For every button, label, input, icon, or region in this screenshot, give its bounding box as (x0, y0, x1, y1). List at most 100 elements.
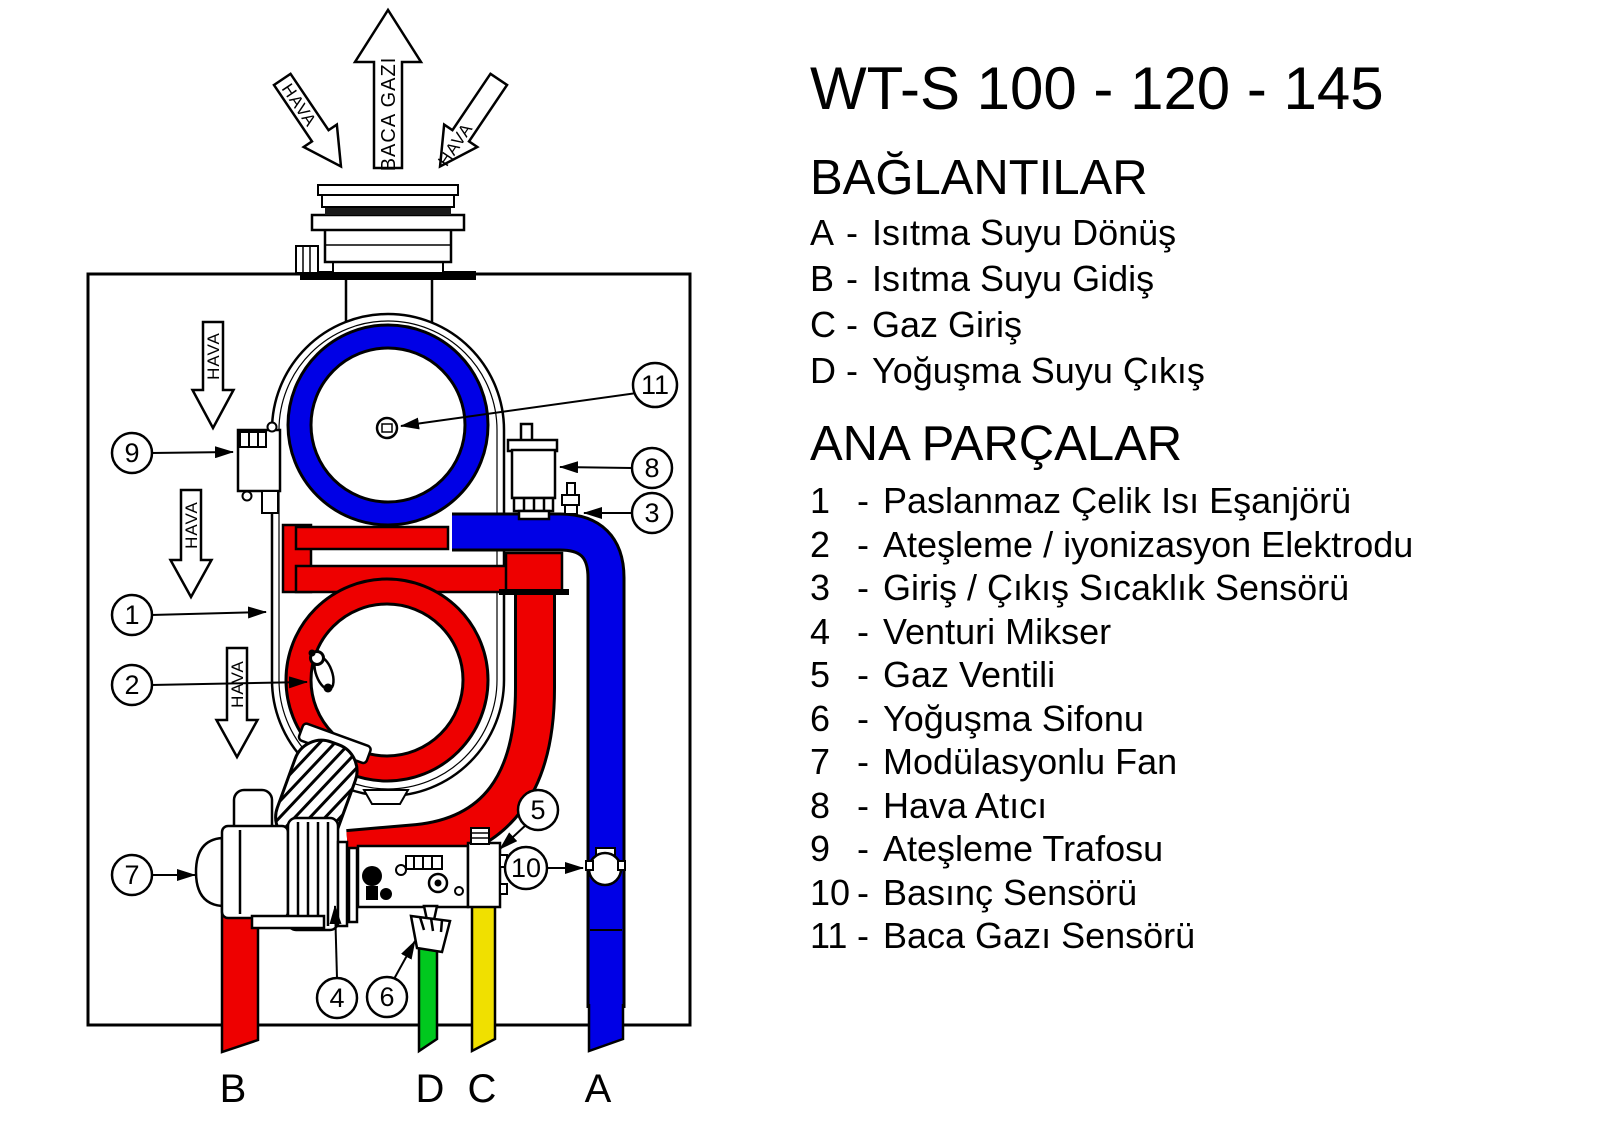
connection-key: D (810, 350, 836, 391)
separator: - (857, 697, 869, 739)
callout-10-num: 10 (511, 853, 541, 883)
connections-heading: BAĞLANTILAR (810, 151, 1148, 205)
air-flow-arrows (168, 320, 260, 760)
flue-collar (295, 184, 476, 280)
part-item: 11-Baca Gazı Sensörü (810, 915, 1413, 959)
part-label: Hava Atıcı (883, 784, 1048, 826)
part-number: 7 (810, 741, 831, 782)
callout-6: 6 (365, 975, 409, 1019)
separator: - (857, 915, 869, 956)
callout-3: 3 (630, 491, 674, 535)
part-item: 6-Yoğuşma Sifonu (810, 698, 1413, 742)
pipe-label-c: C (468, 1067, 497, 1111)
flue-gas-arrow: BACA GAZI (352, 7, 424, 172)
air-arrow-left: HAVA (272, 72, 343, 169)
separator: - (846, 212, 858, 253)
callout-5-num: 5 (530, 795, 545, 825)
part-number: 9 (810, 828, 831, 869)
boiler-diagram: HAVA HAVA HAVA BACA GAZI HAVA HAVA (86, 7, 692, 1111)
part-number: 10 (810, 871, 851, 913)
callout-1: 1 (110, 593, 154, 637)
callout-8-num: 8 (644, 453, 659, 483)
part-label: Basınç Sensörü (883, 871, 1138, 913)
air-arrow-2 (168, 488, 214, 600)
part-item: 4-Venturi Mikser (810, 611, 1413, 655)
part-label: Giriş / Çıkış Sıcaklık Sensörü (883, 567, 1350, 608)
connection-key: B (810, 258, 835, 299)
part-label: Modülasyonlu Fan (883, 741, 1178, 782)
callout-9-num: 9 (124, 438, 139, 468)
condensate-siphon (409, 904, 452, 954)
separator: - (857, 567, 869, 608)
air-label-1: HAVA (204, 332, 223, 380)
callout-11-num: 11 (641, 370, 669, 400)
part-number: 4 (810, 610, 831, 652)
callout-7: 7 (110, 853, 154, 897)
connection-key: A (810, 212, 835, 253)
separator: - (857, 654, 869, 695)
part-item: 2-Ateşleme / iyonizasyon Elektrodu (810, 524, 1413, 568)
callout-11: 11 (631, 361, 679, 409)
air-vent (506, 422, 559, 521)
separator: - (857, 523, 869, 565)
air-arrow-right: HAVA (434, 72, 509, 170)
ignition-electrode (308, 649, 335, 693)
connection-label: Isıtma Suyu Gidiş (872, 258, 1155, 299)
gas-valve (356, 827, 508, 909)
callouts: 1 2 3 4 5 6 7 8 9 10 11 (110, 361, 679, 1020)
separator: - (857, 610, 869, 652)
separator: - (857, 480, 869, 521)
callout-2-num: 2 (124, 670, 139, 700)
part-label: Gaz Ventili (883, 654, 1056, 695)
part-item: 3-Giriş / Çıkış Sıcaklık Sensörü (810, 567, 1413, 611)
callout-8: 8 (630, 446, 674, 490)
connection-label: Yoğuşma Suyu Çıkış (872, 350, 1205, 391)
venturi-mixer (336, 840, 359, 928)
callout-4: 4 (315, 976, 359, 1020)
hot-water-circuit (281, 523, 569, 871)
part-label: Paslanmaz Çelik Isı Eşanjörü (883, 480, 1352, 521)
pipe-label-b: B (220, 1067, 247, 1111)
callout-3-num: 3 (644, 498, 659, 528)
pipe-label-a: A (585, 1067, 612, 1111)
separator: - (857, 871, 869, 913)
separator: - (846, 258, 858, 299)
callout-9: 9 (110, 431, 154, 475)
part-number: 1 (810, 480, 831, 521)
callout-10: 10 (503, 845, 549, 891)
part-number: 5 (810, 654, 831, 695)
separator: - (857, 784, 869, 826)
part-item: 1-Paslanmaz Çelik Isı Eşanjörü (810, 480, 1413, 524)
gas-pipe-c (470, 898, 497, 1054)
connection-label: Isıtma Suyu Dönüş (872, 212, 1177, 253)
callout-7-num: 7 (124, 860, 139, 890)
air-label-2: HAVA (182, 501, 201, 549)
temperature-sensor (561, 482, 580, 515)
callout-1-num: 1 (124, 600, 139, 630)
part-label: Yoğuşma Sifonu (883, 697, 1144, 739)
connection-item: C-Gaz Giriş (810, 304, 1205, 350)
condensate-pipe-d (417, 938, 439, 1054)
callout-6-num: 6 (379, 982, 394, 1012)
part-number: 8 (810, 784, 831, 826)
part-label: Baca Gazı Sensörü (883, 915, 1196, 956)
part-number: 3 (810, 567, 831, 608)
connection-item: D-Yoğuşma Suyu Çıkış (810, 350, 1205, 396)
part-number: 11 (810, 915, 848, 956)
part-number: 6 (810, 697, 831, 739)
separator: - (846, 350, 858, 391)
page-title: WT-S 100 - 120 - 145 (810, 55, 1384, 122)
flue-gas-label: BACA GAZI (378, 57, 400, 172)
part-label: Ateşleme / iyonizasyon Elektrodu (883, 523, 1414, 565)
part-label: Venturi Mikser (883, 610, 1112, 652)
connection-item: B-Isıtma Suyu Gidiş (810, 258, 1205, 304)
air-arrow-1 (190, 320, 236, 431)
modulating-fan (194, 788, 340, 932)
connection-label: Gaz Giriş (872, 304, 1023, 345)
part-item: 7-Modülasyonlu Fan (810, 741, 1413, 785)
pressure-sensor (585, 847, 626, 887)
connection-key: C (810, 304, 836, 345)
part-item: 5-Gaz Ventili (810, 654, 1413, 698)
